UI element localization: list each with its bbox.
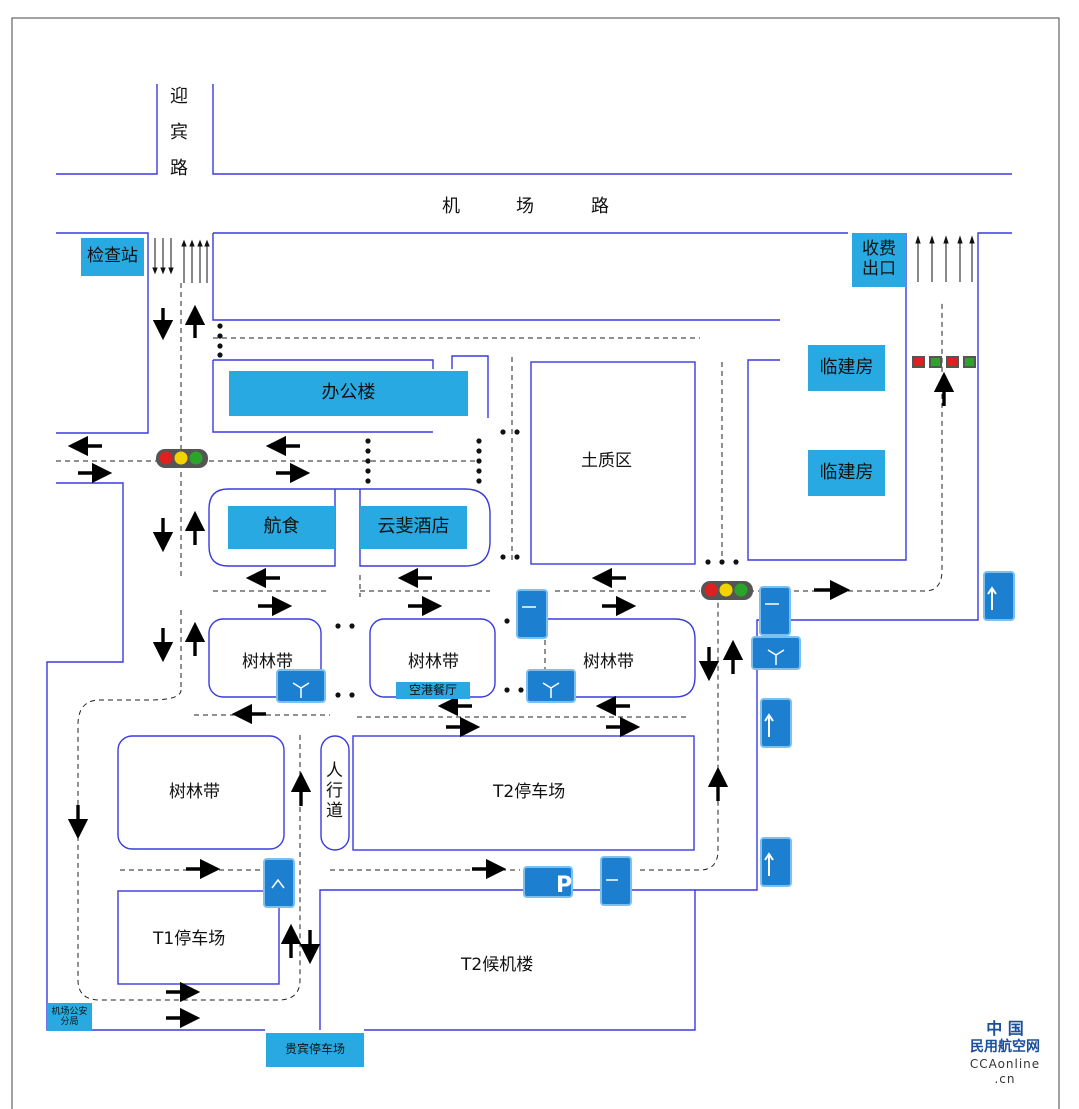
yingbin-road-char-1: 迎 [170,86,188,107]
ahead-sign-far-right [983,571,1015,621]
jichang-road-char-1: 机 [442,196,460,217]
sidewalk-char-2: 行 [326,781,343,801]
hotel-label: 云斐酒店 [360,506,467,549]
police-line1: 机场公安 [51,1006,88,1017]
toll-exit-line2: 出口 [862,259,896,279]
woods-2-label: 树林带 [408,652,459,672]
toll-exit-line1: 收费 [862,239,896,260]
exit-sign-bottom [600,856,632,906]
catering-hotel-block [208,488,491,567]
lane-lines [56,283,943,1001]
svg-text:P: P [556,873,572,898]
parking-sign: P [523,866,573,898]
watermark-line1: 中 国 [986,1019,1024,1038]
checkpoint-label: 检查站 [81,238,144,276]
small-lane-arrows [152,235,975,275]
road-boundaries [46,84,1012,1031]
sidewalk-char-1: 人 [326,761,343,781]
sidewalk-char-3: 道 [326,801,343,821]
police-label: 机场公安 分局 [47,1003,92,1031]
exit-sign-top-center [516,589,548,639]
road-signs: P [263,571,1015,908]
woods-4-label: 树林带 [169,782,220,802]
blocks [117,361,696,985]
airport-restaurant-label: 空港餐厅 [396,682,470,699]
office-building-label: 办公楼 [229,371,468,416]
fork-sign-right [751,636,801,670]
ahead-sign-right-1 [760,698,792,748]
woods-3-label: 树林带 [583,652,634,672]
soil-zone-block [530,361,696,565]
watermark-line2: 民用航空网 [970,1039,1040,1055]
soil-zone-label: 土质区 [581,451,632,471]
traffic-light-right [701,581,753,600]
watermark-line3: CCAonline [969,1057,1041,1071]
watermark: 中 国 民用航空网 CCAonline .cn [955,1019,1055,1087]
jichang-road-char-2: 场 [516,196,534,217]
jichang-road-char-3: 路 [591,196,609,217]
temp-house-1-label: 临建房 [808,345,885,391]
woods-block-3 [537,618,696,698]
exit-sign-right [759,586,791,636]
temp-house-2-label: 临建房 [808,450,885,496]
toll-lane-lights [912,356,976,368]
t2-parking-block [352,735,695,851]
fork-sign-woods-3 [526,669,576,703]
t2-terminal-label: T2候机楼 [461,955,534,975]
woods-1-label: 树林带 [242,652,293,672]
ahead-sign-right-2 [760,837,792,887]
toll-exit-label: 收费 出口 [852,233,906,287]
police-line2: 分局 [60,1017,79,1027]
pedestrian-dots [217,323,739,698]
direction-arrows [67,304,955,1029]
yingbin-road-char-3: 路 [170,158,188,179]
woods-block-1 [208,618,322,698]
vip-parking-label: 贵宾停车场 [266,1033,364,1067]
woods-block-4 [117,735,285,850]
t1-parking-label: T1停车场 [153,929,226,949]
lane-marks [154,238,973,283]
map-frame [11,17,1060,1109]
t2-parking-label: T2停车场 [493,782,566,802]
yingbin-road-char-2: 宾 [170,122,188,143]
sidewalk-block [320,735,350,851]
fork-sign-woods-1 [276,669,326,703]
direction-sign-t1 [263,858,295,908]
traffic-light-left [156,449,208,468]
watermark-line4: .cn [994,1072,1016,1086]
catering-label: 航食 [228,506,335,549]
